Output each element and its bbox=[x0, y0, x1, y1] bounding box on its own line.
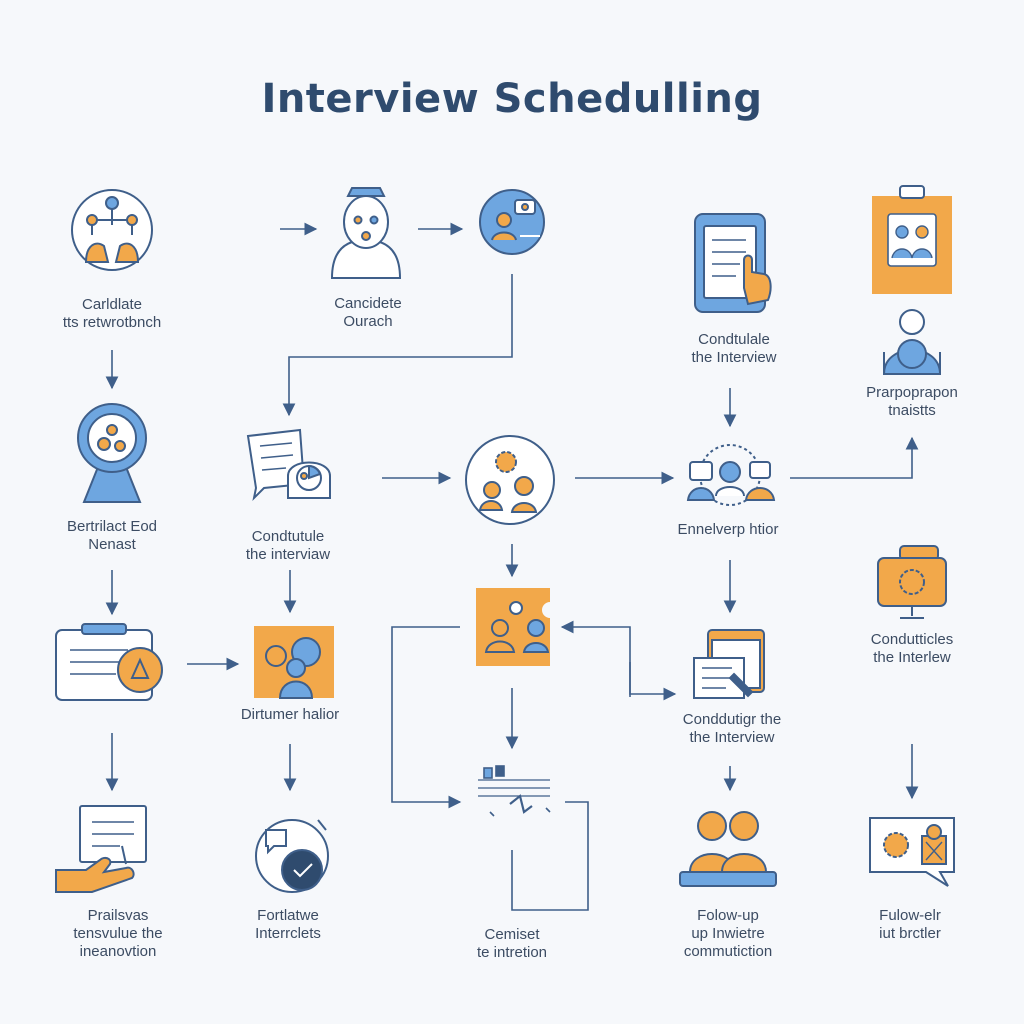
node-label-conducting-interview: Conddutigr the the Interview bbox=[682, 711, 782, 746]
contract-hand-icon bbox=[55, 805, 147, 893]
node-label-follow-up: Folow-up up Inwietre commutiction bbox=[683, 907, 773, 960]
profile-circle-icon bbox=[479, 189, 545, 255]
network-hands-icon bbox=[71, 189, 153, 271]
loop-n18 bbox=[511, 801, 589, 911]
arrow-loop-n3-n8 bbox=[282, 274, 513, 417]
clipboard-team-icon bbox=[872, 185, 952, 294]
puzzle-team-icon bbox=[476, 588, 550, 666]
node-label-conduct-interview-1: Condtulale the Interview bbox=[691, 331, 777, 366]
page-title: Interview Schedulling bbox=[261, 76, 763, 122]
tablet-touch-icon bbox=[694, 213, 772, 313]
document-chat-icon bbox=[246, 428, 331, 502]
connectors bbox=[105, 222, 919, 911]
node-label-prailsvas: Prailsvas tensvulue the ineanovtion bbox=[73, 907, 163, 960]
node-label-candidate-outreach: Carldlate tts retwrotbnch bbox=[62, 296, 162, 331]
node-label-bertrilact: Bertrilact Eod Nenast bbox=[66, 518, 158, 553]
arrow-loop-left bbox=[391, 626, 462, 809]
node-label-dirtumer: Dirtumer halior bbox=[240, 706, 340, 723]
node-label-conduct-interview-2: Condtutule the interviaw bbox=[245, 528, 331, 563]
gear-head-icon bbox=[77, 403, 147, 503]
card-warning-icon bbox=[55, 623, 163, 701]
node-label-conducting-interlew: Condutticles the Interlew bbox=[870, 631, 954, 666]
node-label-ennelverp: Ennelverp htior bbox=[677, 521, 779, 538]
arrow-n10-n6 bbox=[790, 436, 919, 479]
video-meeting-icon bbox=[686, 444, 776, 506]
speech-gear-icon bbox=[869, 817, 955, 887]
two-people-icon bbox=[679, 811, 777, 887]
person-icon bbox=[882, 309, 942, 375]
chat-bubble-icon bbox=[255, 819, 329, 893]
candidate-avatar-icon bbox=[330, 187, 402, 279]
node-label-fortlatwe: Fortlatwe Interrclets bbox=[255, 907, 321, 942]
ideas-person-icon bbox=[254, 626, 334, 699]
monitor-gear-icon bbox=[877, 545, 947, 619]
node-label-fulow-elr: Fulow-elr iut brctler bbox=[879, 907, 941, 942]
chart-lines-icon bbox=[478, 765, 551, 817]
node-label-cemiset: Cemiset te intretion bbox=[476, 926, 548, 961]
arrow-n13-n14 bbox=[629, 662, 677, 701]
team-gears-icon bbox=[465, 435, 555, 525]
node-label-candidate-ourach: Cancidete Ourach bbox=[334, 295, 402, 330]
node-label-preparation: Prarpoprapon tnaistts bbox=[866, 384, 958, 419]
arrow-n14-n13 bbox=[560, 620, 631, 697]
document-pen-icon bbox=[693, 629, 765, 699]
